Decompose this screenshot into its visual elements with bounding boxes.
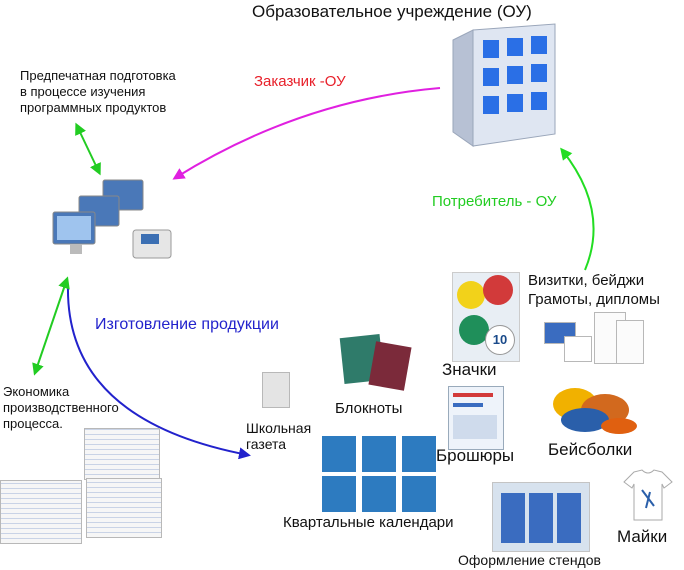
economics-line-1: Экономика — [3, 384, 70, 399]
notebook-icon — [368, 341, 412, 391]
brochures-image — [448, 386, 504, 450]
caps-label: Бейсболки — [548, 440, 633, 459]
stands-label: Оформление стендов — [458, 552, 601, 568]
production-label: Изготовление продукции — [95, 316, 279, 333]
consumer-label: Потребитель - ОУ — [432, 193, 557, 210]
tshirt-icon — [623, 469, 673, 521]
cards-image — [544, 312, 644, 366]
prepress-line-1: Предпечатная подготовка — [20, 68, 176, 83]
caps-icon — [553, 388, 637, 434]
prepress-line-2: в процессе изучения — [20, 84, 146, 99]
newspaper-thumbnail — [262, 372, 290, 408]
newspaper-line-1: Школьная — [246, 420, 312, 436]
cards-line-2: Грамоты, дипломы — [528, 291, 660, 308]
stands-image — [492, 482, 590, 552]
badges-image: 10 — [452, 272, 520, 362]
spreadsheet-thumbnail — [86, 478, 162, 538]
newspaper-line-2: газета — [246, 436, 287, 452]
economics-line-3: процесса. — [3, 416, 63, 431]
brochures-label: Брошюры — [436, 446, 515, 465]
spreadsheet-thumbnail — [84, 428, 160, 480]
badge-number: 10 — [485, 325, 515, 355]
calendars-label: Квартальные календари — [283, 514, 454, 531]
prepress-line-3: программных продуктов — [20, 100, 167, 115]
cards-line-1: Визитки, бейджи — [528, 272, 645, 289]
economics-double-arrow — [32, 276, 70, 376]
consumer-arrow — [560, 147, 595, 271]
tshirts-label: Майки — [617, 527, 668, 546]
spreadsheet-thumbnail — [0, 480, 82, 544]
notebooks-label: Блокноты — [335, 400, 403, 417]
prepress-double-arrow — [75, 122, 101, 176]
building-icon — [452, 23, 556, 147]
badges-label: Значки — [442, 360, 497, 379]
production-arrow — [66, 284, 251, 460]
customer-arrow — [172, 87, 441, 180]
calendars-image — [322, 436, 444, 514]
institution-title: Образовательное учреждение (ОУ) — [252, 2, 532, 21]
customer-label: Заказчик -ОУ — [254, 73, 346, 90]
computers-icon — [52, 179, 172, 259]
economics-line-2: производственного — [3, 400, 119, 415]
